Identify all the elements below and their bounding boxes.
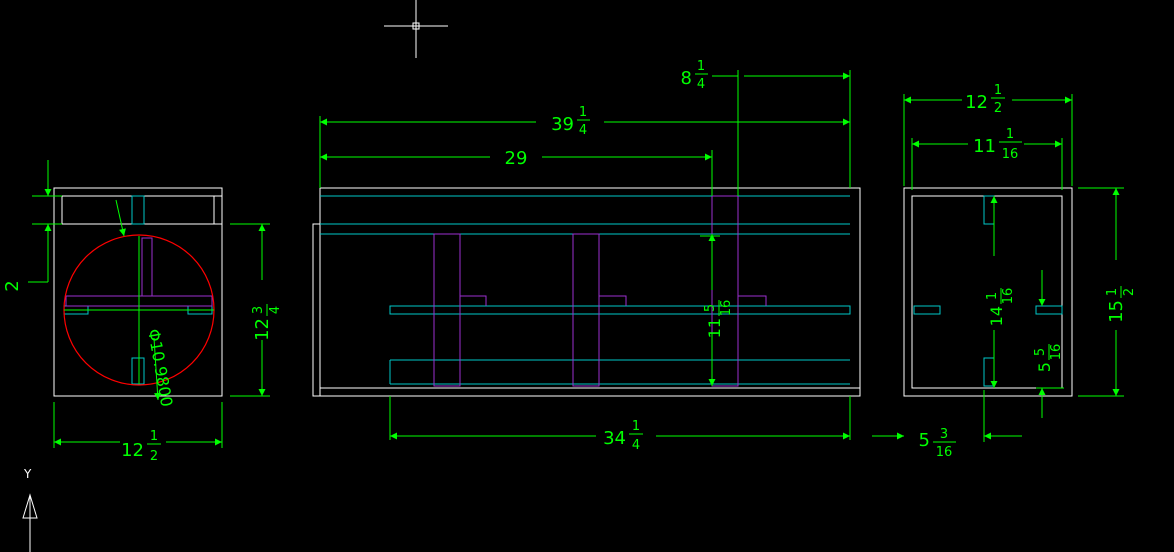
dim-left-width-den: 2 (150, 449, 158, 464)
dim-mid-vertical-den: 16 (719, 300, 734, 317)
dim-top-29: 29 (505, 148, 528, 169)
dim-left-height-2: 2 (2, 280, 23, 291)
dim-right-inner-height-den: 16 (1001, 288, 1016, 305)
dim-right-height-whole: 15 (1106, 300, 1127, 323)
dim-right-small-num: 5 (1033, 348, 1048, 356)
dim-top-overall-den: 4 (579, 123, 587, 138)
dim-right-inner-num: 1 (1006, 127, 1014, 142)
front-view[interactable] (312, 187, 861, 397)
dim-left-height-num: 3 (251, 306, 266, 314)
dim-right-inner-den: 16 (1002, 147, 1019, 162)
dim-right-top-num: 1 (994, 83, 1002, 98)
dim-right-height-num: 1 (1105, 288, 1120, 296)
dim-top-small-den: 4 (697, 77, 705, 92)
dim-left-width-num: 1 (150, 429, 158, 444)
dim-right-small-den: 16 (1049, 344, 1064, 361)
dim-right-inner-height-whole: 14 (987, 306, 1006, 326)
dim-right-inner-whole: 11 (973, 136, 996, 157)
dim-mid-vertical-num: 5 (703, 304, 718, 312)
dim-bottom-whole: 34 (603, 428, 626, 449)
dim-top-overall-whole: 39 (551, 114, 574, 135)
dim-top-small-whole: 8 (681, 68, 692, 89)
dim-left-width-whole: 12 (121, 440, 144, 461)
dim-bottom-right-whole: 5 (919, 430, 930, 451)
dim-right-top-whole: 12 (965, 92, 988, 113)
dim-right-top-den: 2 (994, 101, 1002, 116)
dim-right-small-whole: 5 (1035, 362, 1054, 372)
dim-mid-vertical-whole: 11 (705, 318, 724, 338)
ucs-y-label: Y (23, 467, 32, 481)
dim-bottom-den: 4 (632, 438, 640, 453)
dim-left-height-den: 4 (268, 306, 283, 314)
dim-bottom-right-den: 16 (936, 445, 953, 460)
dim-top-overall-num: 1 (579, 105, 587, 120)
crosshair-cursor (384, 0, 448, 58)
dim-right-inner-height-num: 1 (985, 292, 1000, 300)
dim-top-small-num: 1 (697, 59, 705, 74)
dim-left-height-whole: 12 (252, 318, 273, 341)
left-end-view[interactable] (53, 187, 223, 397)
ucs-icon: Y (22, 467, 38, 552)
dim-bottom-num: 1 (632, 419, 640, 434)
dimension-layer: 2 12 3 4 12 1 2 Φ10.9800 39 1 4 29 8 (2, 59, 1137, 464)
right-side-view[interactable] (903, 187, 1073, 397)
dim-right-height-den: 2 (1122, 288, 1137, 296)
dim-bottom-right-num: 3 (940, 427, 948, 442)
